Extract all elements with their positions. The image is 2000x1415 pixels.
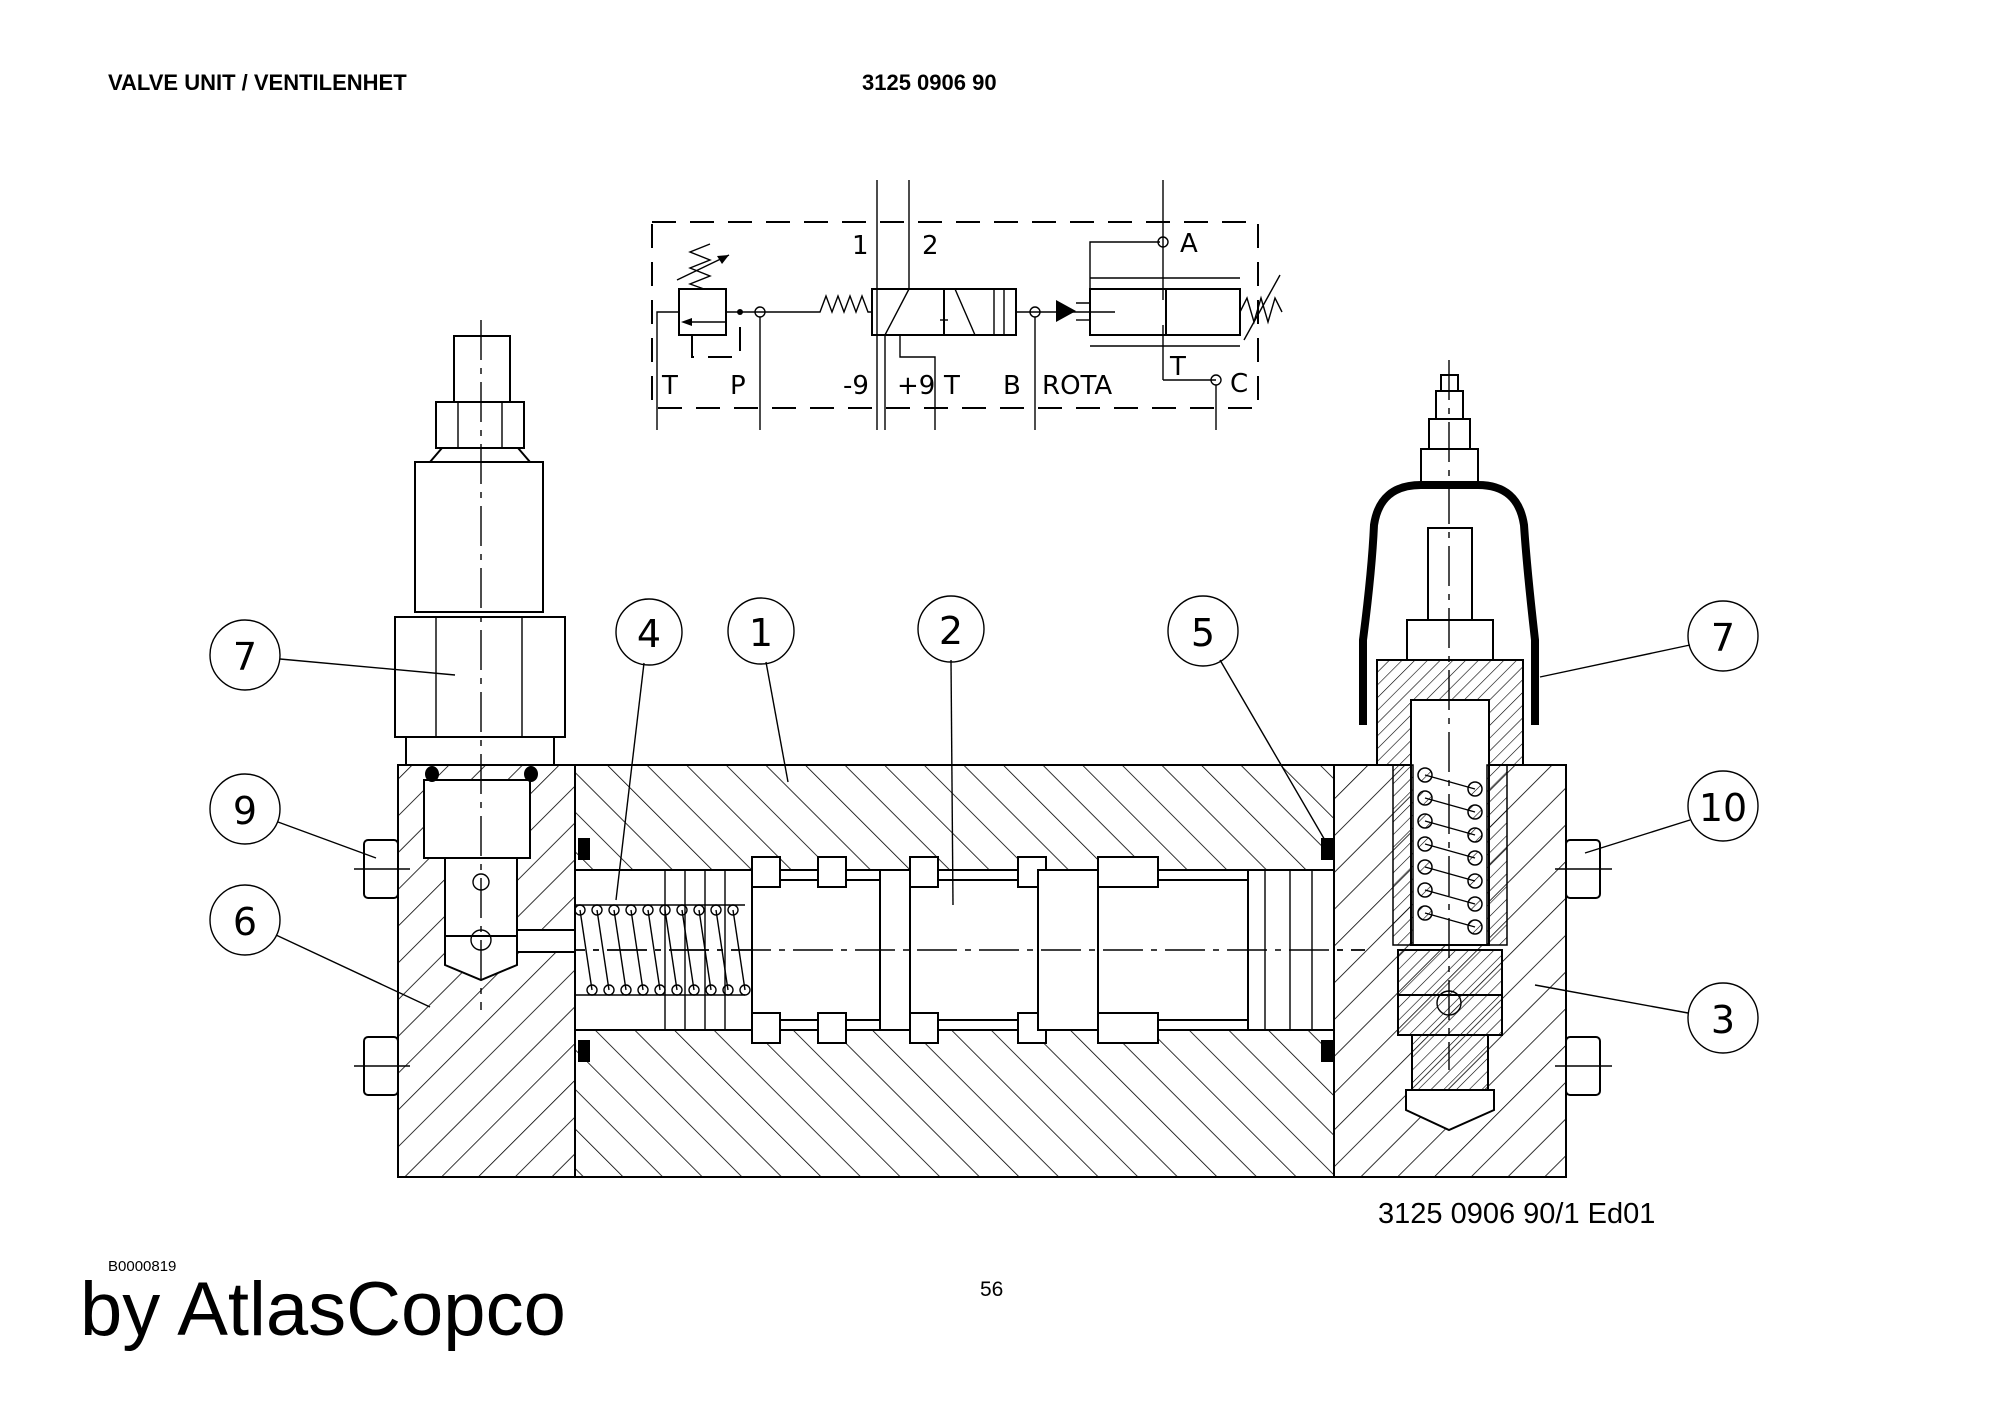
- callout-9: 9: [209, 773, 377, 859]
- spring-coil-section: [591, 904, 603, 916]
- document-number: 3125 0906 90: [862, 70, 997, 95]
- spring-coil-section: [1467, 781, 1483, 797]
- spring-coil-section: [739, 984, 751, 996]
- page-number: 56: [980, 1278, 1004, 1301]
- svg-text:2: 2: [939, 609, 963, 653]
- spring-coil-section: [1467, 919, 1483, 935]
- spring-coil-section: [1417, 836, 1433, 852]
- spring-coil: [1424, 889, 1476, 905]
- spring-coil-section: [620, 984, 632, 996]
- spring-coil: [579, 909, 593, 991]
- spring-coil-section: [722, 984, 734, 996]
- reducing-valve-symbol: [1029, 180, 1283, 430]
- o-ring: [578, 838, 590, 860]
- spring-coil-section: [671, 984, 683, 996]
- spring-coil-section: [676, 904, 688, 916]
- spring-coil-section: [642, 904, 654, 916]
- callout-7: 7: [1539, 600, 1759, 678]
- spring-coil: [1424, 843, 1476, 859]
- spring-coil-section: [574, 904, 586, 916]
- pressure-reducing-cartridge: [1359, 360, 1539, 1132]
- o-ring: [1321, 838, 1333, 860]
- spring-coil: [1424, 820, 1476, 836]
- spring-coil: [1424, 774, 1476, 790]
- port-minus9: -9: [843, 371, 869, 401]
- spring: [574, 870, 751, 1030]
- relief-valve-cartridge: [394, 320, 576, 1010]
- o-ring: [578, 1040, 590, 1062]
- spring-coil-section: [1417, 790, 1433, 806]
- port-T-mid: T: [943, 371, 960, 401]
- spring-coil-section: [1417, 905, 1433, 921]
- spring-coil-section: [1467, 827, 1483, 843]
- figure-code: B0000819: [108, 1258, 177, 1275]
- port-A: A: [1180, 229, 1198, 259]
- spring-coil-section: [608, 904, 620, 916]
- svg-text:9: 9: [233, 789, 257, 833]
- spring-coil-section: [710, 904, 722, 916]
- svg-text:5: 5: [1191, 611, 1215, 655]
- port-P: P: [730, 371, 746, 401]
- section-view: [354, 320, 1612, 1178]
- svg-text:6: 6: [233, 900, 257, 944]
- spool: [545, 856, 1365, 1044]
- spring-coil-section: [1417, 767, 1433, 783]
- spring-coil: [1424, 797, 1476, 813]
- drawing-reference: 3125 0906 90/1 Ed01: [1378, 1198, 1656, 1230]
- port-T-left: T: [661, 371, 678, 401]
- line-2-label: 2: [922, 231, 939, 261]
- spring-coil-section: [1467, 873, 1483, 889]
- spring-coil-section: [1417, 882, 1433, 898]
- callout-4: 4: [615, 598, 683, 901]
- callout-6: 6: [209, 884, 431, 1008]
- svg-text:4: 4: [637, 612, 661, 656]
- spring-coil-section: [1467, 896, 1483, 912]
- spring-coil-section: [625, 904, 637, 916]
- brand-logo-text: by AtlasCopco: [80, 1267, 566, 1352]
- spring-coil-section: [727, 904, 739, 916]
- spring-coil: [1424, 866, 1476, 882]
- callouts: 7 9 6 4 1 2 5: [209, 595, 1759, 1054]
- spring-coil-section: [586, 984, 598, 996]
- spring-coil-section: [1467, 804, 1483, 820]
- spring-coil-section: [637, 984, 649, 996]
- spring-coil-section: [603, 984, 615, 996]
- callout-8: 7: [209, 619, 456, 691]
- callout-10: 10: [1584, 770, 1759, 854]
- svg-text:10: 10: [1699, 786, 1747, 830]
- callout-1: 1: [727, 597, 795, 783]
- svg-text:1: 1: [749, 611, 773, 655]
- spring-coil-section: [688, 984, 700, 996]
- svg-text:3: 3: [1711, 998, 1735, 1042]
- spring-coil: [596, 909, 610, 991]
- svg-text:7: 7: [233, 635, 257, 679]
- callout-3: 3: [1534, 982, 1759, 1054]
- spring-coil-section: [1467, 850, 1483, 866]
- spring-coil-section: [693, 904, 705, 916]
- port-T-right: T: [1169, 352, 1186, 382]
- callout-5: 5: [1167, 595, 1327, 843]
- spring-coil-section: [1417, 813, 1433, 829]
- line-1-label: 1: [852, 231, 869, 261]
- port-C: C: [1230, 369, 1248, 399]
- spring-coil-section: [1417, 859, 1433, 875]
- spring-coil-section: [705, 984, 717, 996]
- port-ROTA: ROTA: [1042, 371, 1112, 401]
- o-ring: [1321, 1040, 1333, 1062]
- svg-text:7: 7: [1711, 616, 1735, 660]
- page-title: VALVE UNIT / VENTILENHET: [108, 70, 407, 95]
- hydraulic-schematic: T P -9 +9 T B ROTA A T C 1 2: [651, 180, 1283, 430]
- spring-coil: [647, 909, 661, 991]
- relief-valve-symbol: [656, 243, 800, 430]
- port-B: B: [1003, 371, 1021, 401]
- callout-2: 2: [917, 595, 985, 906]
- spring-coil: [1424, 912, 1476, 928]
- port-plus9: +9: [897, 371, 935, 401]
